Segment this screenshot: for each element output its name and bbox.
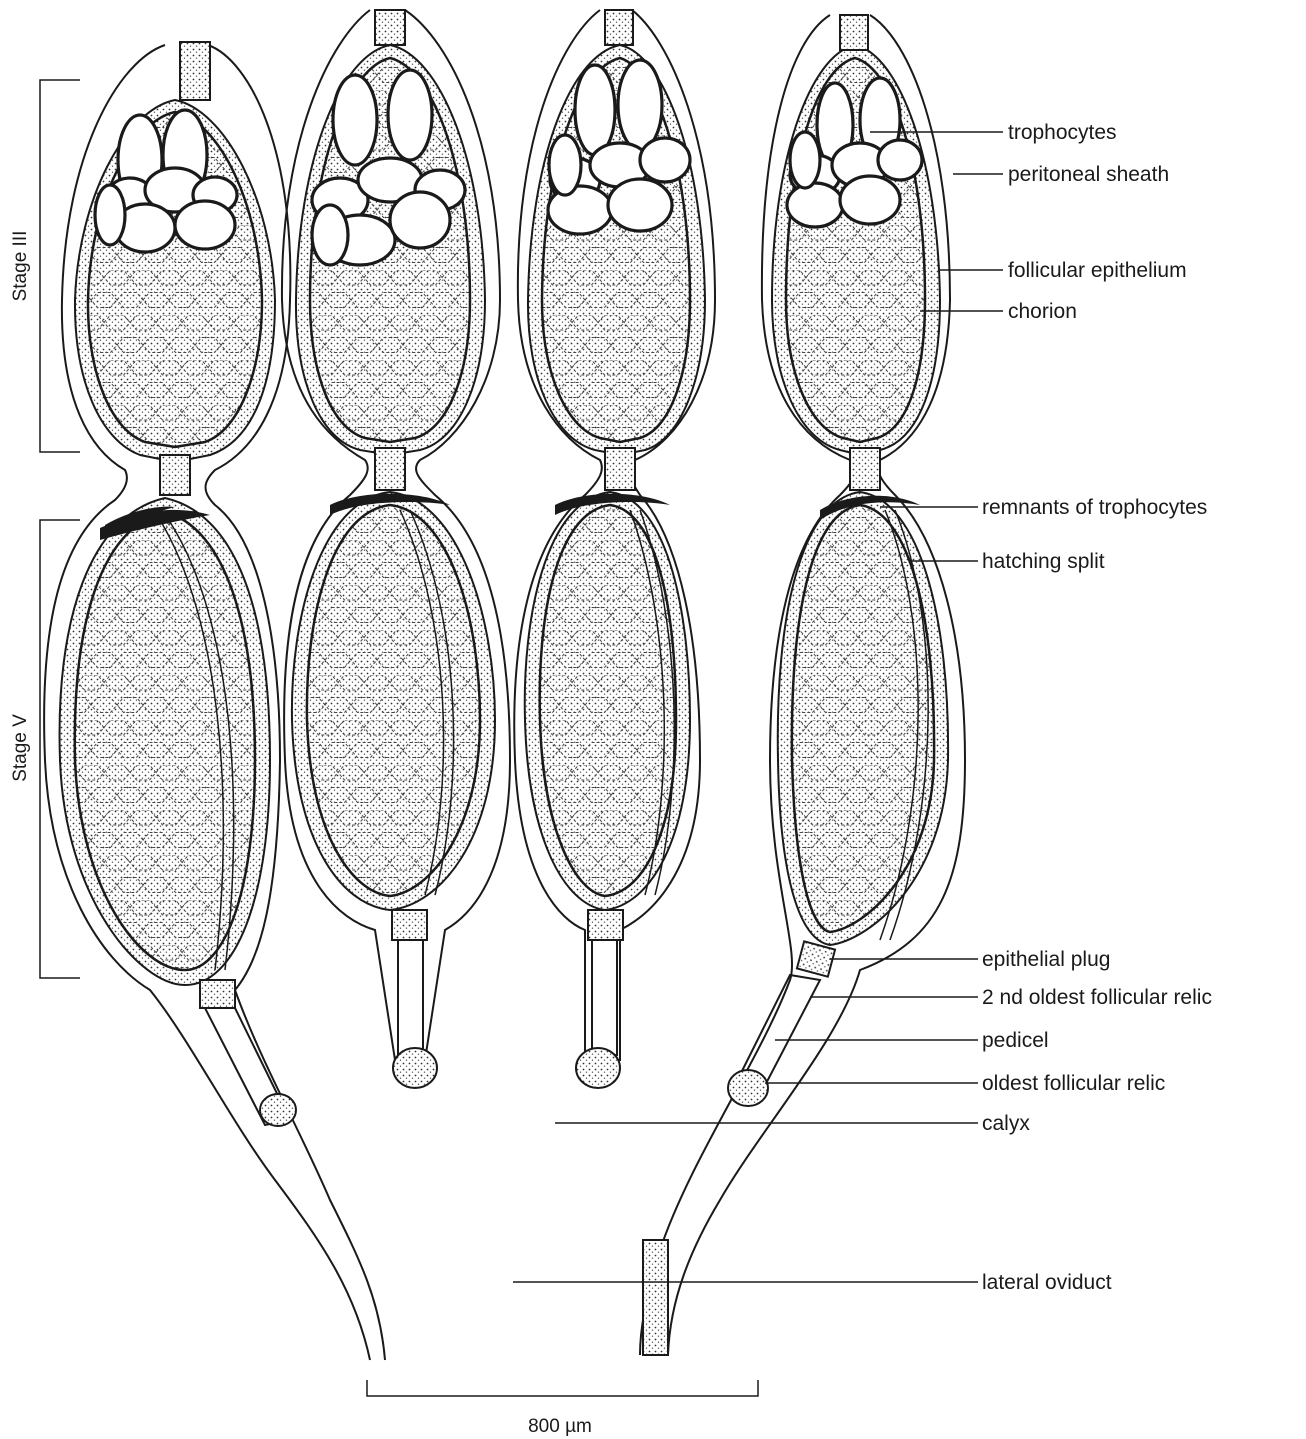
ovariole-3-trophocytes — [548, 60, 690, 234]
label-pedicel: pedicel — [982, 1029, 1049, 1052]
label-epithelial-plug: epithelial plug — [982, 948, 1110, 971]
label-hatching-split: hatching split — [982, 550, 1105, 573]
label-calyx: calyx — [982, 1112, 1030, 1135]
label-2nd-oldest-follicular-relic: 2 nd oldest follicular relic — [982, 986, 1212, 1009]
stage-iii-bracket: Stage III — [10, 80, 80, 452]
scale-bar: 800 µm — [367, 1380, 758, 1437]
stage-iii-label: Stage III — [10, 231, 31, 302]
stage-v-label: Stage V — [10, 714, 31, 782]
ovariole-2 — [282, 10, 510, 1088]
label-remnants-of-trophocytes: remnants of trophocytes — [982, 496, 1207, 519]
label-follicular-epithelium: follicular epithelium — [1008, 259, 1187, 282]
structure-labels: trophocytes peritoneal sheath follicular… — [982, 121, 1212, 1294]
label-chorion: chorion — [1008, 300, 1077, 323]
label-oldest-follicular-relic: oldest follicular relic — [982, 1072, 1165, 1095]
label-trophocytes: trophocytes — [1008, 121, 1117, 144]
label-lateral-oviduct: lateral oviduct — [982, 1271, 1112, 1294]
scale-bar-label: 800 µm — [528, 1416, 592, 1437]
ovariole-3 — [514, 10, 715, 1088]
label-peritoneal-sheath: peritoneal sheath — [1008, 163, 1169, 186]
